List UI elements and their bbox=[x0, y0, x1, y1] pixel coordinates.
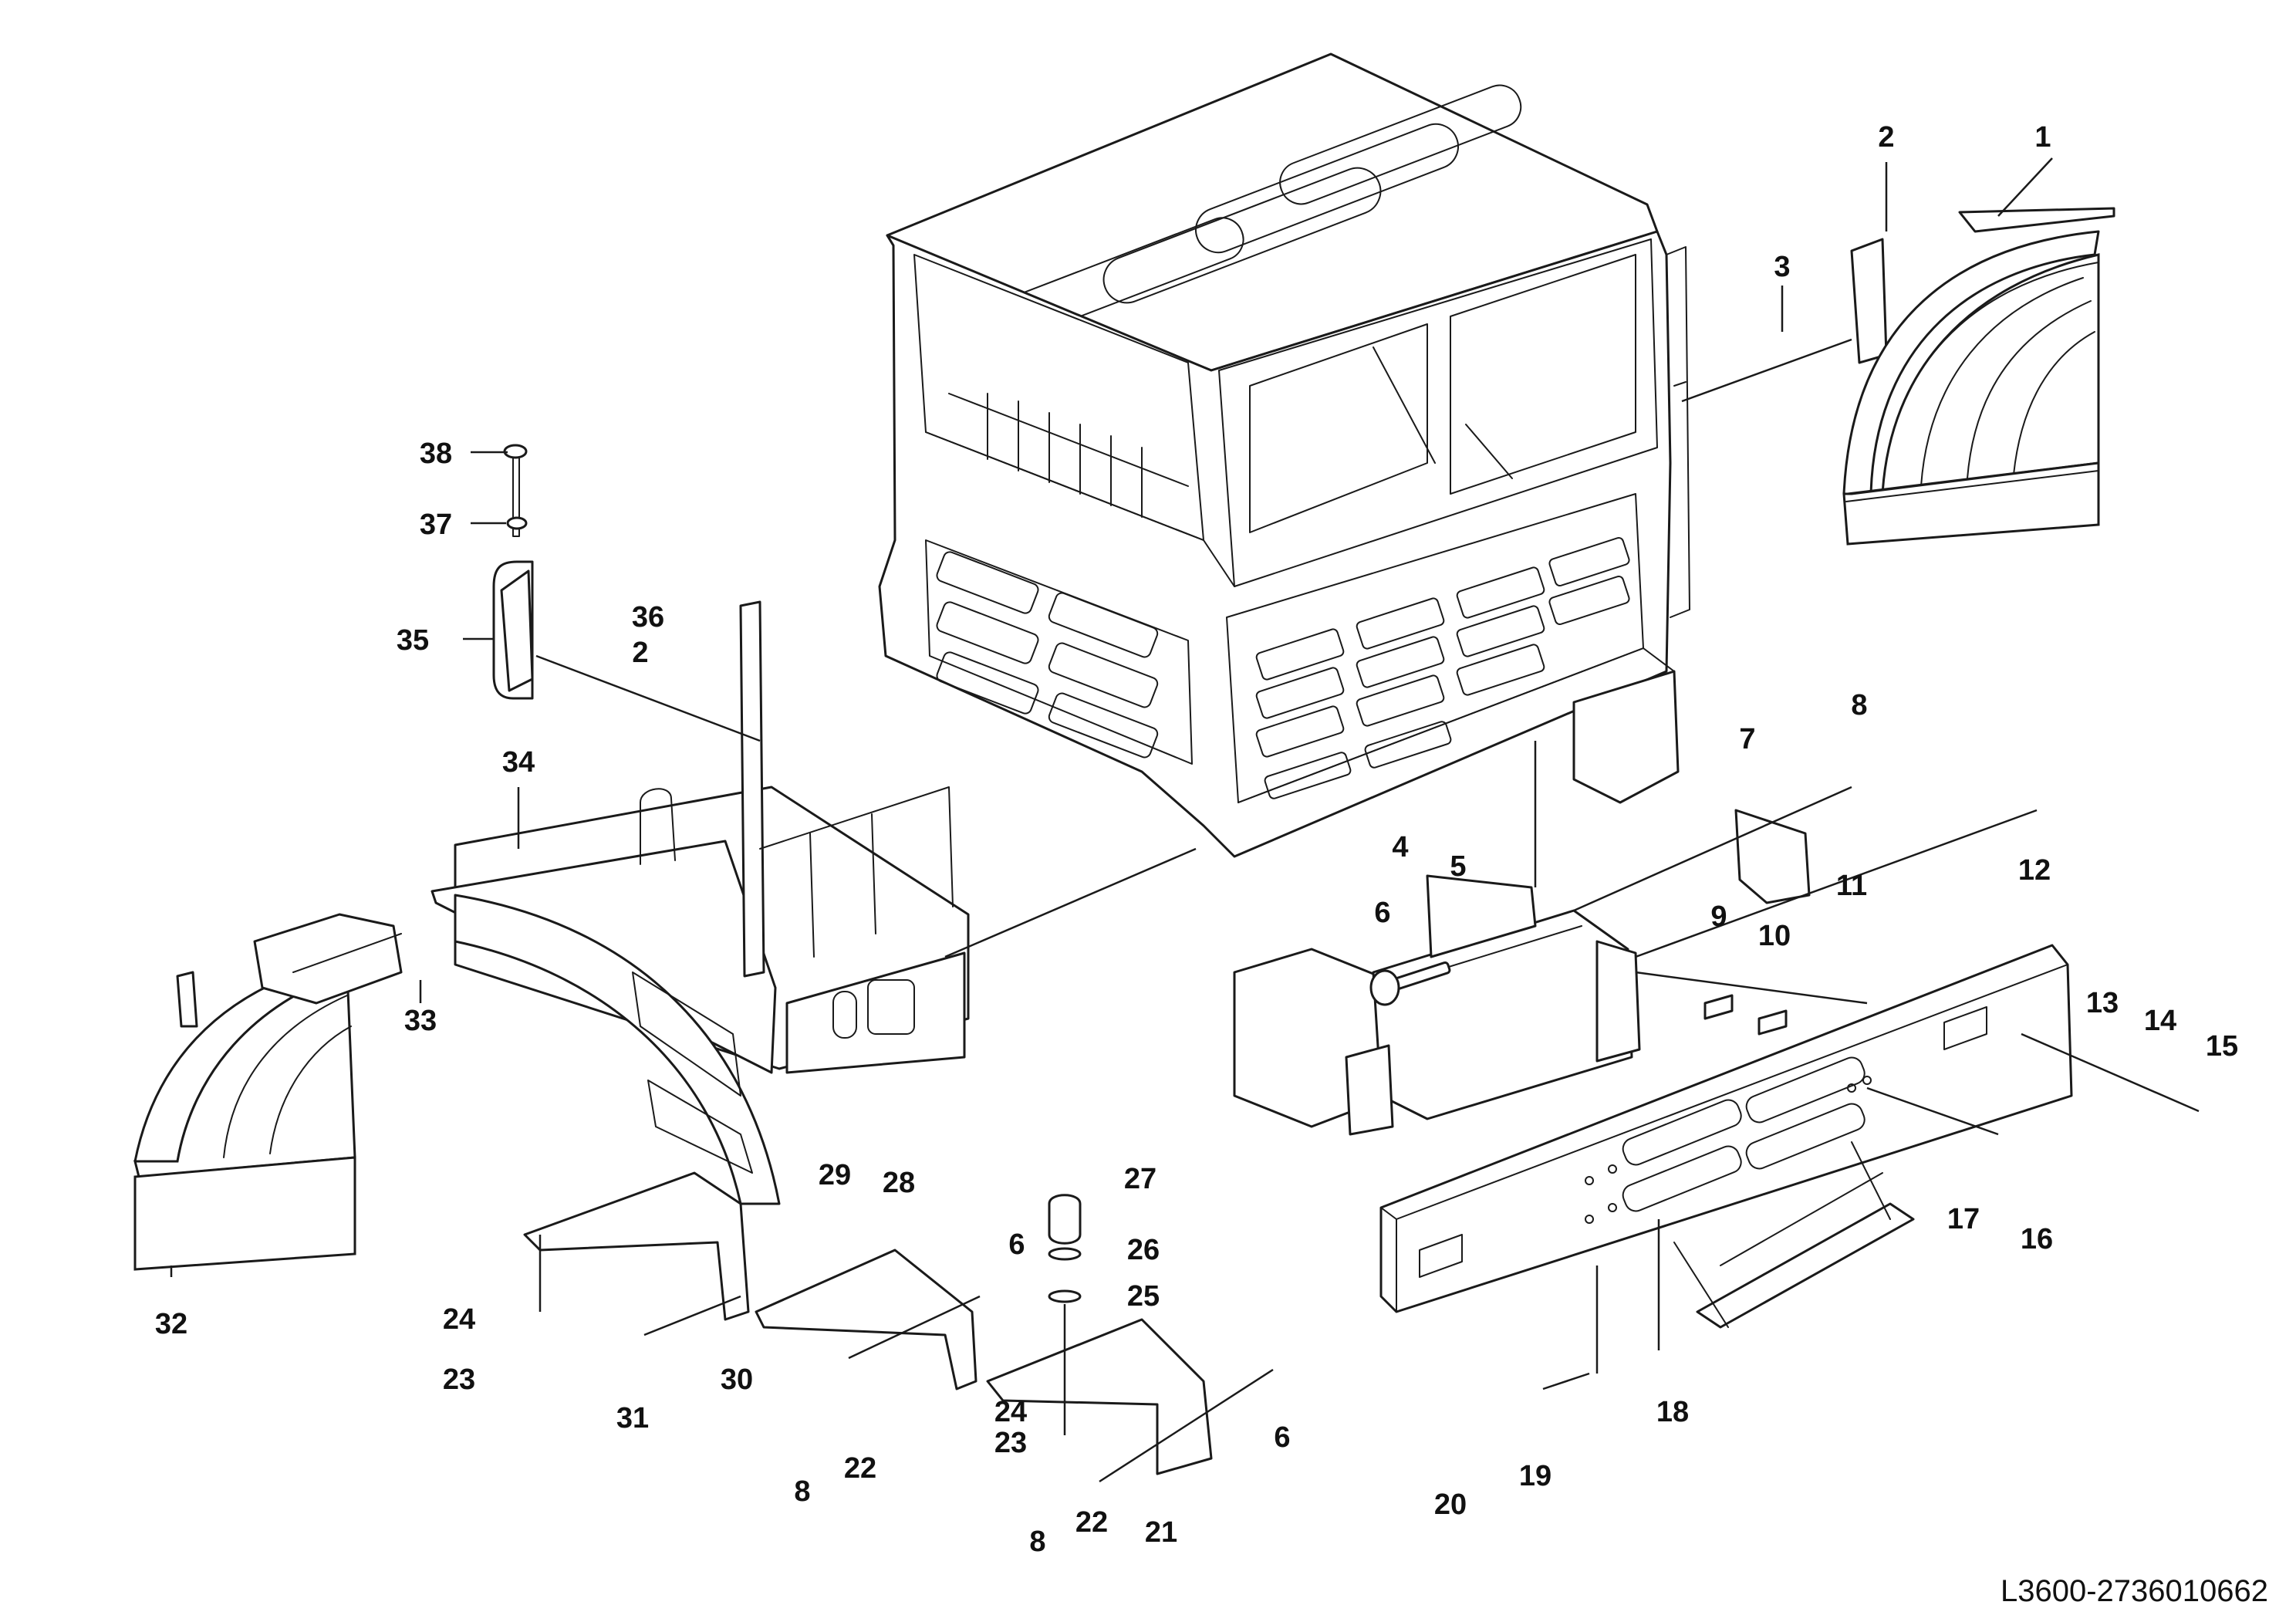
folding-step bbox=[1673, 1141, 1915, 1329]
callout-24-left: 24 bbox=[443, 1303, 475, 1336]
callout-labels: 1 2 3 38 37 36 2 35 34 33 32 4 5 6 7 8 9… bbox=[155, 121, 2238, 1558]
rear-bumper bbox=[1379, 944, 2073, 1313]
callout-36: 36 bbox=[632, 601, 664, 634]
callout-30: 30 bbox=[721, 1363, 753, 1396]
callout-12: 12 bbox=[2018, 854, 2051, 887]
callout-22-left: 22 bbox=[844, 1452, 876, 1485]
callout-2: 2 bbox=[1878, 121, 1894, 154]
tow-frame-assembly bbox=[1233, 809, 1811, 1136]
callout-28: 28 bbox=[883, 1167, 915, 1199]
callout-6-bracket: 6 bbox=[1008, 1228, 1025, 1261]
cab-assembly bbox=[878, 52, 1690, 858]
left-fender-assembly bbox=[133, 894, 781, 1271]
callout-20: 20 bbox=[1434, 1489, 1467, 1521]
mirror-assembly bbox=[492, 444, 534, 700]
callout-29: 29 bbox=[819, 1159, 851, 1191]
callout-19: 19 bbox=[1519, 1460, 1551, 1492]
callout-37: 37 bbox=[420, 509, 452, 541]
callout-10: 10 bbox=[1758, 920, 1791, 952]
callout-25: 25 bbox=[1127, 1280, 1160, 1313]
callout-1: 1 bbox=[2034, 121, 2051, 154]
callout-8-frame: 8 bbox=[1851, 689, 1867, 721]
callout-35: 35 bbox=[397, 624, 429, 657]
callout-2-mirror: 2 bbox=[632, 637, 648, 669]
leader-lines bbox=[170, 157, 2200, 1483]
callout-8-left: 8 bbox=[794, 1475, 810, 1508]
document-id: L3600-2736010662 bbox=[2001, 1574, 2268, 1608]
callout-5: 5 bbox=[1450, 850, 1466, 883]
callout-34: 34 bbox=[502, 746, 535, 779]
callout-26: 26 bbox=[1127, 1234, 1160, 1266]
callout-21: 21 bbox=[1145, 1516, 1177, 1549]
callout-33: 33 bbox=[404, 1005, 437, 1037]
callout-6-right: 6 bbox=[1274, 1421, 1290, 1454]
callout-13: 13 bbox=[2086, 987, 2119, 1019]
callout-17: 17 bbox=[1947, 1203, 1980, 1235]
callout-9: 9 bbox=[1710, 901, 1727, 933]
callout-4: 4 bbox=[1392, 831, 1408, 863]
callout-32: 32 bbox=[155, 1308, 187, 1340]
callout-24-right: 24 bbox=[994, 1396, 1027, 1428]
mount-brackets bbox=[523, 1171, 1213, 1475]
callout-8-right: 8 bbox=[1029, 1526, 1045, 1558]
callout-38: 38 bbox=[420, 438, 452, 470]
callout-23-left: 23 bbox=[443, 1363, 475, 1396]
callout-31: 31 bbox=[616, 1402, 649, 1434]
callout-11: 11 bbox=[1836, 870, 1867, 902]
callout-18: 18 bbox=[1656, 1396, 1689, 1428]
callout-6-frame: 6 bbox=[1374, 897, 1390, 929]
callout-3: 3 bbox=[1774, 251, 1790, 283]
right-mudflap-assembly bbox=[1842, 207, 2115, 546]
callout-23-right: 23 bbox=[994, 1427, 1027, 1459]
callout-14: 14 bbox=[2144, 1005, 2176, 1037]
callout-22-right: 22 bbox=[1075, 1506, 1108, 1539]
callout-27: 27 bbox=[1124, 1163, 1156, 1195]
callout-15: 15 bbox=[2206, 1030, 2238, 1063]
callout-16: 16 bbox=[2021, 1223, 2053, 1255]
callout-7: 7 bbox=[1739, 723, 1755, 755]
